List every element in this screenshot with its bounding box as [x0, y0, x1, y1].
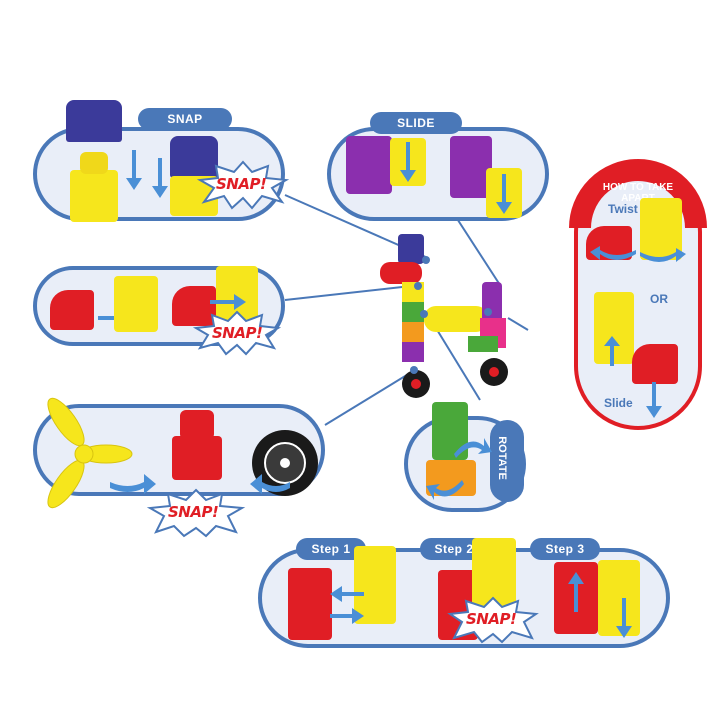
- toy-model-icon: [380, 234, 508, 398]
- twist-arrow-icon: [640, 248, 686, 262]
- red-block: [50, 290, 94, 330]
- down-arrow-icon: [496, 174, 512, 214]
- snap-burst-text: SNAP!: [212, 324, 263, 342]
- twist-label: Twist: [608, 202, 638, 216]
- propeller-icon: [47, 397, 133, 509]
- red-block: [632, 344, 678, 384]
- left-arrow-icon: [330, 586, 364, 602]
- yellow-block: [354, 546, 396, 624]
- down-arrow-icon: [646, 382, 662, 418]
- purple-block: [450, 136, 492, 198]
- right-arrow-icon: [110, 474, 156, 494]
- step2-tab: Step 2: [420, 538, 488, 560]
- step3-tab: Step 3: [530, 538, 600, 560]
- rotate-label: ROTATE: [495, 436, 508, 480]
- rotate-arrow-icon: [426, 480, 464, 500]
- slide-tab: SLIDE: [370, 112, 462, 134]
- red-block: [172, 436, 222, 480]
- down-arrow-icon: [152, 158, 168, 198]
- yellow-block: [640, 198, 682, 260]
- navy-block: [66, 100, 122, 142]
- left-arrow-icon: [250, 474, 290, 494]
- red-block: [288, 568, 332, 640]
- yellow-block: [598, 560, 640, 636]
- snap-burst-icon: [447, 596, 539, 644]
- snap-burst-icon: [146, 488, 246, 538]
- right-arrow-icon: [210, 294, 246, 310]
- up-arrow-icon: [568, 572, 584, 612]
- wheel-icon: [252, 430, 318, 496]
- snap-tab: SNAP: [138, 108, 232, 130]
- snap-burst-text: SNAP!: [466, 610, 517, 628]
- yellow-block: [114, 276, 158, 332]
- snap-burst-icon: [192, 310, 282, 356]
- twist-arrow-icon: [590, 246, 636, 260]
- snap-burst-text: SNAP!: [168, 503, 219, 521]
- yellow-block-stud: [80, 152, 108, 174]
- down-arrow-icon: [126, 150, 142, 190]
- down-arrow-icon: [616, 598, 632, 638]
- yellow-block: [70, 170, 118, 222]
- purple-block: [346, 136, 392, 194]
- up-arrow-icon: [604, 336, 620, 366]
- rotate-arrow-icon: [454, 438, 492, 458]
- down-arrow-icon: [400, 142, 416, 182]
- take-apart-title-arc: [569, 159, 707, 229]
- or-label: OR: [650, 292, 668, 306]
- snap-burst-text: SNAP!: [216, 175, 267, 193]
- right-arrow-icon: [330, 608, 364, 624]
- take-apart-title: HOW TO TAKE APART: [602, 182, 674, 204]
- step1-tab: Step 1: [296, 538, 366, 560]
- snap-burst-icon: [196, 160, 290, 210]
- red-block-stud: [180, 410, 214, 440]
- rotate-tab: [490, 420, 524, 502]
- red-block: [172, 286, 216, 326]
- slide-label: Slide: [604, 396, 633, 410]
- navy-block: [170, 136, 218, 178]
